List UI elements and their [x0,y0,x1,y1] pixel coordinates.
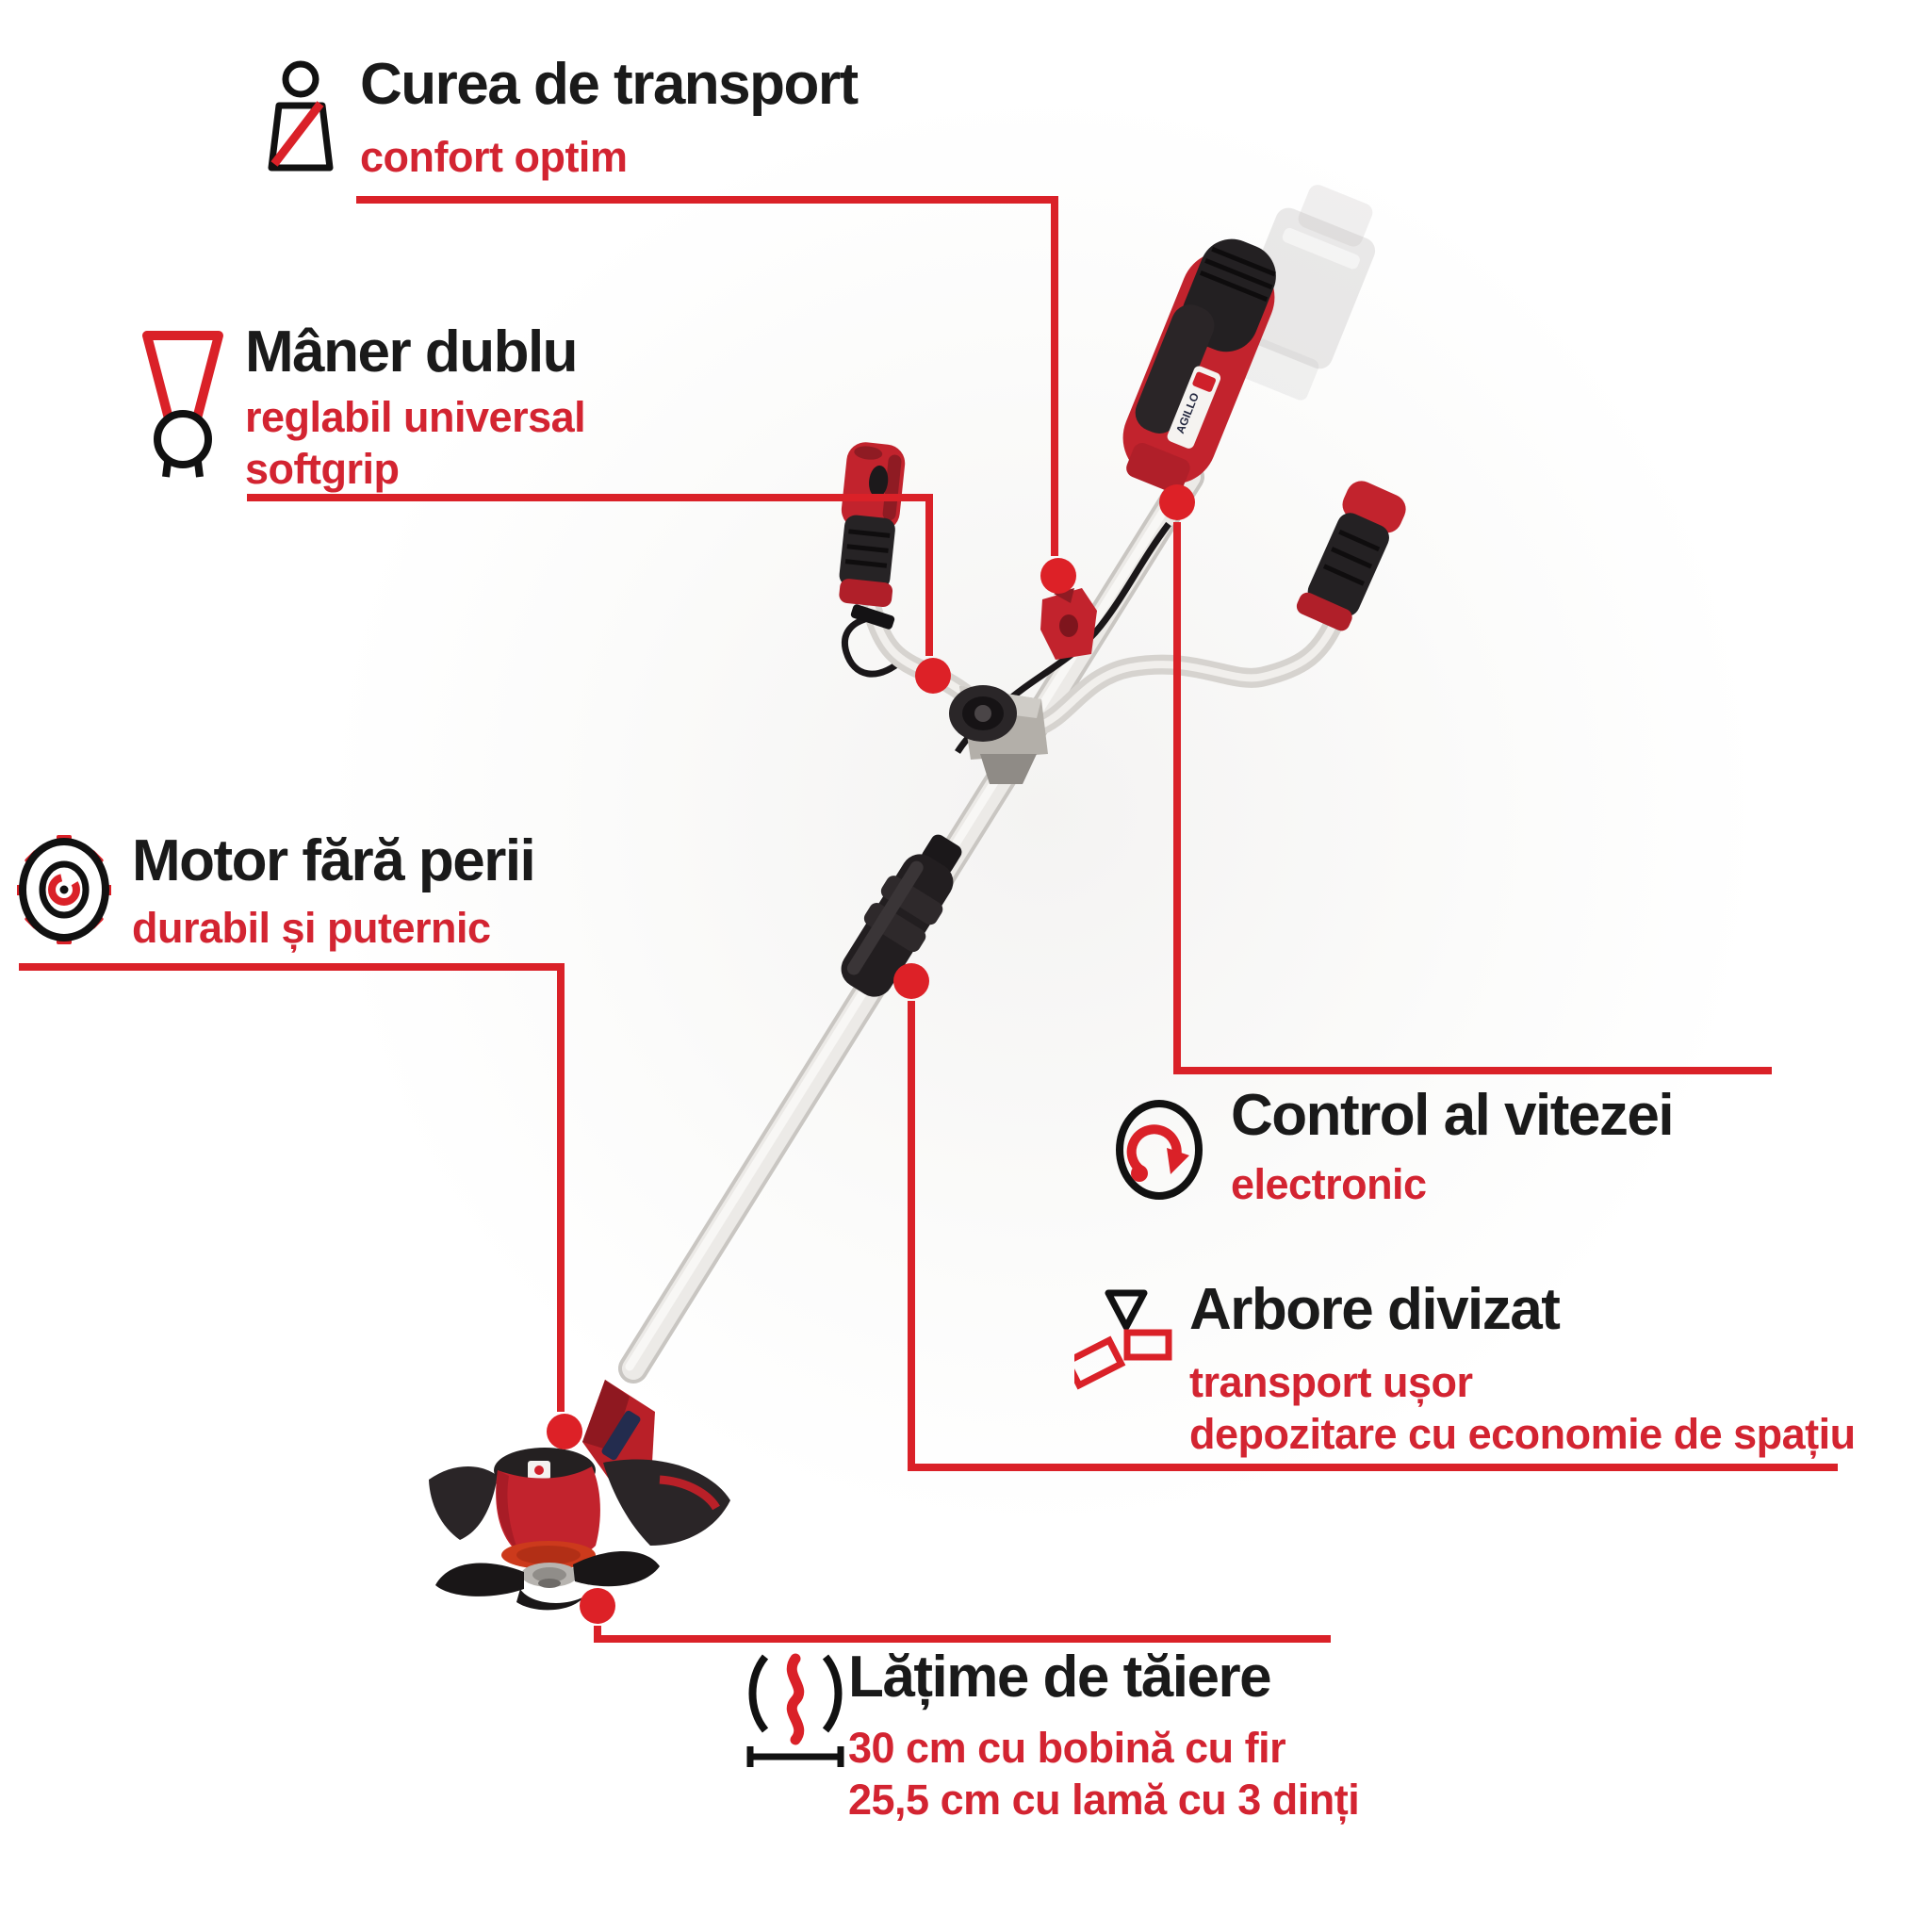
feature-cutting-width-subtitle-1: 30 cm cu bobină cu fir [848,1724,1286,1772]
handle-cable [842,614,906,678]
connector-split-line [908,1001,1838,1471]
split-shaft-icon [1062,1287,1172,1398]
head-guard-left [429,1465,498,1540]
double-handle-icon [134,328,232,485]
connector-strap-line [356,196,1058,556]
right-grip [1296,481,1406,631]
connector-cut-dot [580,1588,615,1624]
feature-double-handle-subtitle-1: reglabil universal [245,393,586,441]
feature-split-shaft-subtitle-2: depozitare cu economie de spațiu [1189,1410,1856,1458]
feature-carry-strap-title: Curea de transport [360,52,859,117]
feature-brushless-motor-title: Motor fără perii [132,828,536,893]
handlebar-mount [949,685,1048,784]
three-tooth-blade [435,1550,660,1611]
feature-double-handle-title: Mâner dublu [245,319,579,385]
feature-split-shaft: Arbore divizat transport ușor depozitare… [1062,1277,1856,1460]
ghost-battery [1233,185,1376,401]
left-grip [839,442,906,630]
connector-lines [19,196,1838,1643]
connector-handle-line [247,494,933,656]
connector-speed-line [1173,522,1772,1074]
feature-speed-control: Control al vitezei electronic [1116,1083,1675,1210]
speed-control-icon [1116,1099,1203,1205]
feature-split-shaft-title: Arbore divizat [1189,1277,1561,1342]
carry-strap-icon [266,60,336,180]
feature-speed-control-title: Control al vitezei [1231,1083,1675,1148]
feature-cutting-width-title: Lățime de tăiere [848,1645,1272,1710]
feature-speed-control-subtitle: electronic [1231,1160,1427,1208]
connector-strap-dot [1040,558,1076,594]
feature-split-shaft-subtitle-1: transport ușor [1189,1358,1473,1406]
feature-carry-strap: Curea de transport confort optim [266,52,859,183]
feature-double-handle-subtitle-2: softgrip [245,445,400,493]
feature-brushless-motor-subtitle: durabil și puternic [132,904,491,952]
feature-cutting-width-subtitle-2: 25,5 cm cu lamă cu 3 dinți [848,1776,1360,1824]
cutting-width-icon [743,1651,848,1776]
split-shaft-coupling [841,834,962,997]
strap-bracket [1040,588,1097,660]
connector-speed-dot [1159,484,1195,520]
connector-split-dot [893,963,929,999]
connector-motor-line [19,963,565,1412]
connector-cut-line [594,1626,1331,1643]
head-guard-right [603,1459,730,1546]
connector-dots [547,484,1195,1624]
connector-motor-dot [547,1414,582,1449]
feature-cutting-width: Lățime de tăiere 30 cm cu bobină cu fir … [743,1645,1360,1826]
motor-housing: AGILLO [1122,238,1276,494]
brushless-motor-icon [14,835,114,949]
connector-handle-dot [915,658,951,694]
feature-double-handle: Mâner dublu reglabil universal softgrip [134,319,586,495]
cutting-head [429,1380,730,1611]
feature-brushless-motor: Motor fără perii durabil și puternic [14,828,536,954]
feature-carry-strap-subtitle: confort optim [360,133,628,181]
